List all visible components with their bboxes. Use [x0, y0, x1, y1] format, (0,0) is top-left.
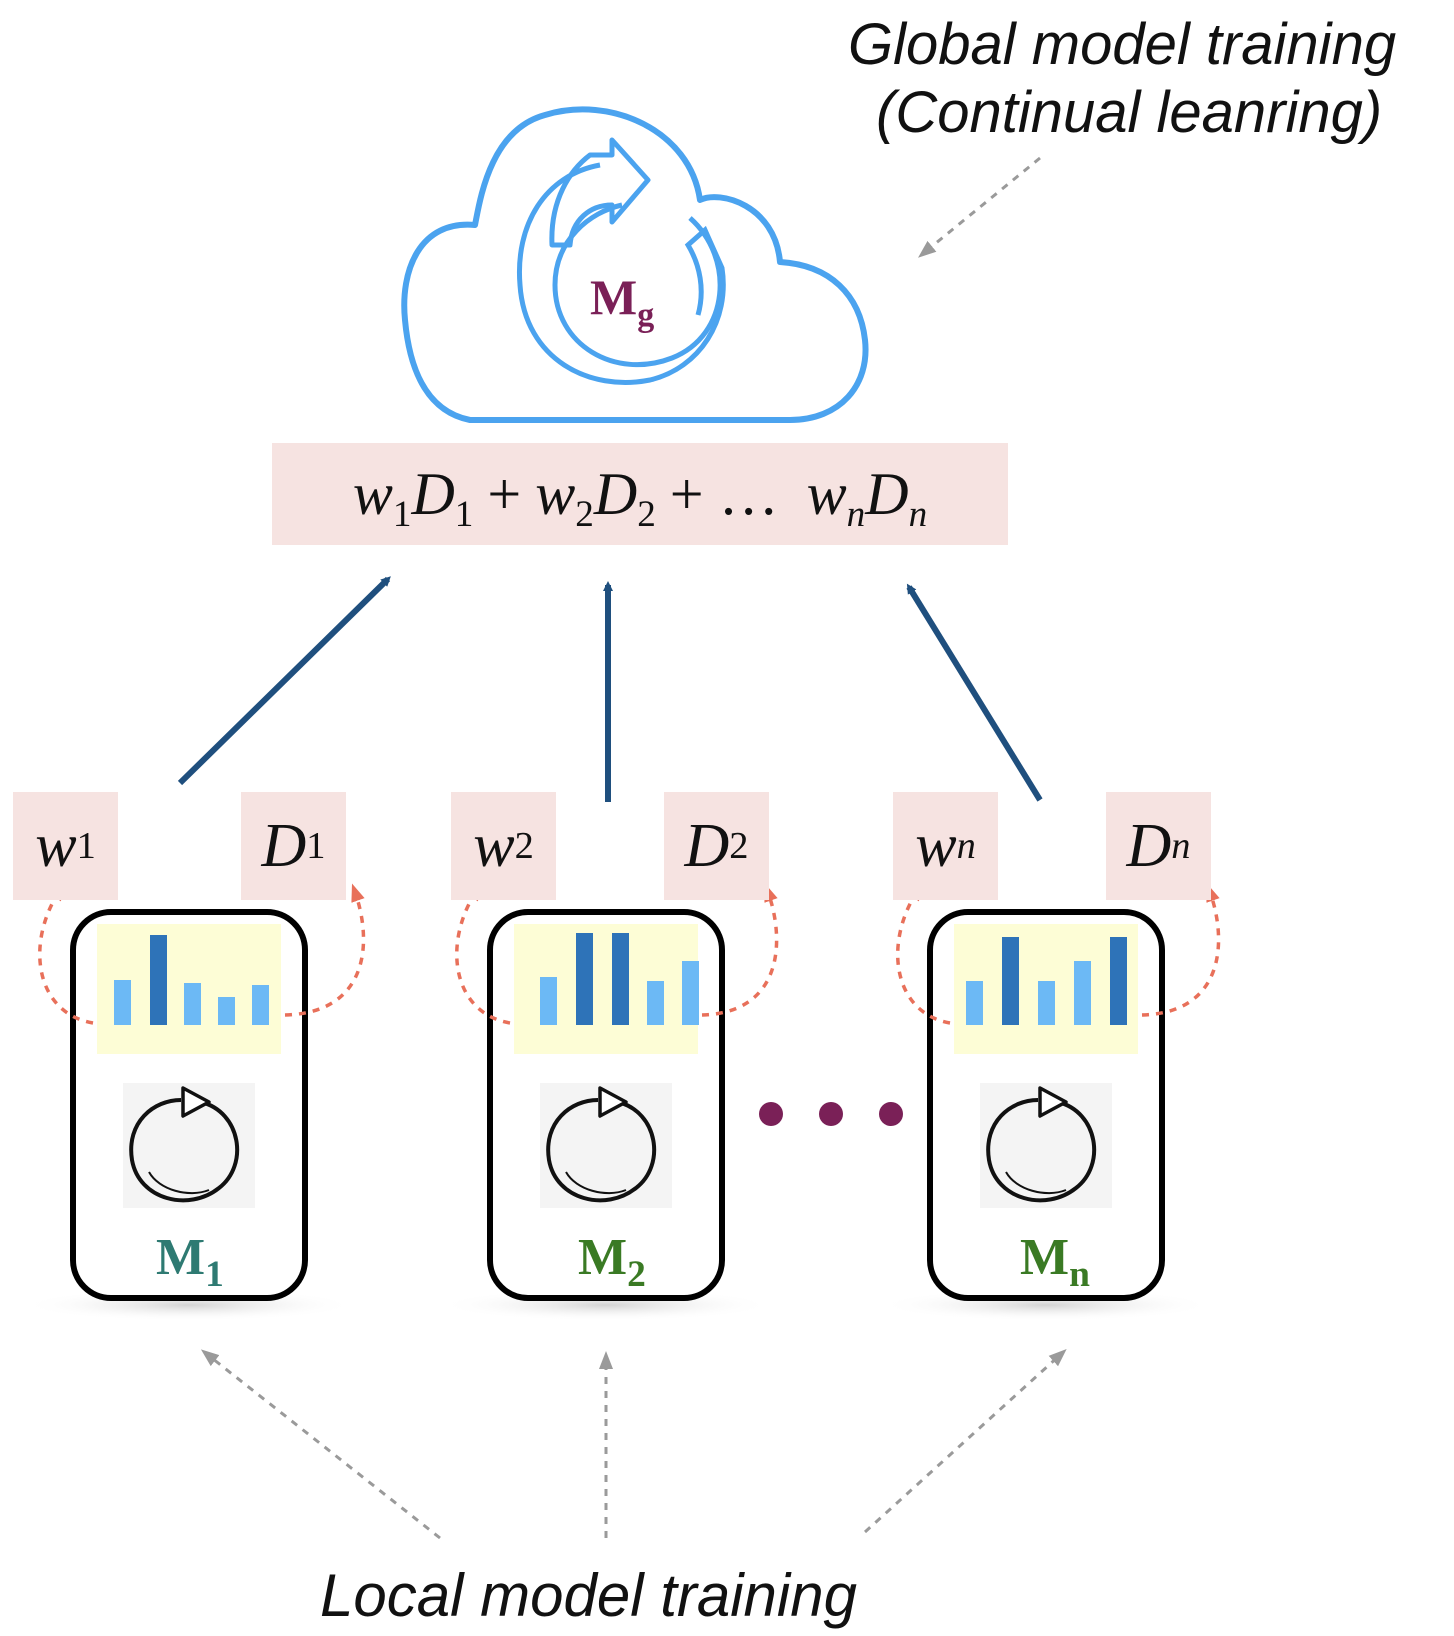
data-histogram-bar	[252, 985, 269, 1025]
global-model-sub: g	[637, 297, 654, 334]
agg-term-2: w2D2	[535, 460, 656, 535]
agg-op-2: + …	[669, 460, 779, 527]
ellipsis-dots	[759, 1102, 903, 1126]
local-weight-loop-arrow	[896, 882, 951, 1025]
data-histogram-bar	[1074, 961, 1091, 1025]
data-histogram-bar	[184, 983, 201, 1025]
aggregation-formula: w1D1 + w2D2 + … wnDn	[272, 443, 1008, 545]
annotation-arrows	[200, 156, 1067, 1540]
cloud-refresh-icon	[516, 137, 726, 385]
refresh-arrowhead	[1038, 1086, 1068, 1118]
ellipsis-dot	[819, 1102, 843, 1126]
data-histogram-bar	[576, 933, 593, 1025]
data-histogram-bar	[647, 981, 664, 1025]
client-n-model-label: Mn	[1020, 1229, 1090, 1295]
agg-term-1: w1D1	[352, 460, 474, 535]
client-1-model-label: M1	[156, 1229, 224, 1295]
client-2-model-label: M2	[578, 1229, 646, 1295]
cloud-icon	[401, 106, 869, 423]
global-training-caption-line2: (Continual leanring)	[876, 80, 1383, 145]
clients-layer	[21, 882, 1221, 1321]
data-histogram-bar	[1110, 937, 1127, 1025]
ellipsis-dot	[759, 1102, 783, 1126]
local-annotation-arrow-1	[200, 1349, 441, 1540]
client-device-1	[21, 882, 366, 1321]
upload-arrow-1	[177, 576, 391, 786]
data-histogram-bar	[150, 935, 167, 1025]
client-device-n	[878, 882, 1221, 1321]
data-histogram-bar	[966, 981, 983, 1025]
data-histogram-bar	[218, 997, 235, 1025]
refresh-inner-arc	[1005, 1171, 1067, 1195]
data-histogram-bar	[1002, 937, 1019, 1025]
cloud-server: Mg	[401, 106, 869, 423]
global-model-main: M	[590, 269, 637, 325]
local-weight-loop-arrow	[455, 882, 511, 1025]
refresh-inner-arc	[148, 1171, 210, 1195]
global-model-label: Mg	[590, 269, 654, 334]
refresh-icon	[546, 1098, 657, 1203]
upload-arrows	[177, 576, 1043, 802]
local-data-loop-arrow	[701, 883, 779, 1017]
data-histogram-bar	[1038, 981, 1055, 1025]
global-annotation-arrow	[918, 156, 1041, 258]
refresh-icon	[986, 1098, 1097, 1203]
agg-op-1: +	[487, 460, 522, 527]
local-data-loop-arrow	[1141, 883, 1221, 1017]
data-histogram-bar	[682, 961, 699, 1025]
ellipsis-dot	[879, 1102, 903, 1126]
refresh-icon	[129, 1098, 240, 1203]
upload-arrow-n	[906, 583, 1043, 802]
local-annotation-arrow-n	[863, 1348, 1067, 1534]
refresh-arrowhead	[181, 1086, 211, 1118]
data-histogram-bar	[114, 980, 131, 1025]
client-device-2	[438, 882, 779, 1321]
agg-term-n: wnDn	[806, 460, 928, 535]
refresh-inner-arc	[565, 1171, 627, 1195]
local-training-caption: Local model training	[320, 1562, 857, 1629]
local-weight-loop-arrow	[38, 882, 94, 1025]
data-histogram-bar	[540, 977, 557, 1025]
data-histogram-bar	[612, 933, 629, 1025]
refresh-arrowhead	[598, 1086, 628, 1118]
global-training-caption-line1: Global model training	[848, 12, 1397, 77]
local-data-loop-arrow	[284, 883, 366, 1017]
